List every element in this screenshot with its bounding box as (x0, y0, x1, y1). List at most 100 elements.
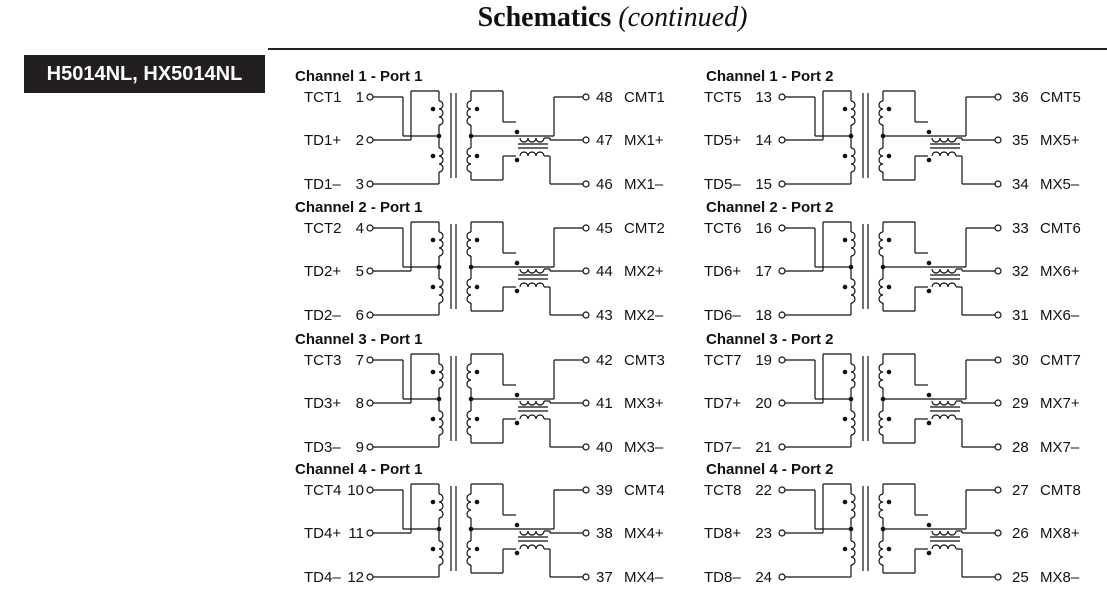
junction-dot (926, 550, 932, 556)
pin-label: TD7– (704, 439, 741, 456)
pin-number: 23 (755, 525, 772, 542)
pin-label: TD5– (704, 176, 741, 193)
pin-number: 6 (356, 307, 364, 324)
pin-terminal (994, 529, 1002, 537)
pin-label: MX4– (624, 569, 664, 586)
pin-terminal (582, 267, 590, 275)
junction-dot (430, 546, 436, 552)
pin-number: 34 (1012, 176, 1029, 193)
pin-number: 46 (596, 176, 613, 193)
pin-label: TD2– (304, 307, 341, 324)
channel-title: Channel 2 - Port 2 (706, 199, 834, 216)
junction-dot (474, 153, 480, 159)
pin-label: MX5– (1040, 176, 1080, 193)
junction-dot (474, 499, 480, 505)
channel-title: Channel 1 - Port 2 (706, 68, 834, 85)
pin-terminal (994, 573, 1002, 581)
pin-label: MX7– (1040, 439, 1080, 456)
part-number-tag: H5014NL, HX5014NL (24, 55, 265, 93)
pin-label: CMT7 (1040, 352, 1081, 369)
junction-dot (514, 550, 520, 556)
pin-terminal (582, 180, 590, 188)
junction-dot (474, 546, 480, 552)
junction-dot (926, 288, 932, 294)
header-rule (268, 48, 1107, 50)
pin-terminal (778, 356, 786, 364)
pin-number: 12 (347, 569, 364, 586)
pin-terminal (582, 356, 590, 364)
pin-label: TD8+ (704, 525, 741, 542)
pin-number: 39 (596, 482, 613, 499)
channel-title: Channel 3 - Port 2 (706, 331, 834, 348)
junction-dot (474, 369, 480, 375)
pin-terminal (994, 443, 1002, 451)
junction-dot (514, 260, 520, 266)
pin-number: 18 (755, 307, 772, 324)
pin-label: TD6+ (704, 263, 741, 280)
pin-label: CMT1 (624, 89, 665, 106)
pin-label: TD8– (704, 569, 741, 586)
channel-title: Channel 4 - Port 1 (295, 461, 423, 478)
pin-label: CMT3 (624, 352, 665, 369)
pin-label: TCT5 (704, 89, 742, 106)
pin-number: 8 (356, 395, 364, 412)
pin-number: 28 (1012, 439, 1029, 456)
pin-label: TD5+ (704, 132, 741, 149)
pin-terminal (994, 180, 1002, 188)
pin-terminal (582, 529, 590, 537)
pin-label: MX1+ (624, 132, 664, 149)
page-title-main: Schematics (477, 2, 612, 33)
pin-terminal (366, 486, 374, 494)
pin-terminal (994, 136, 1002, 144)
pin-label: MX8– (1040, 569, 1080, 586)
pin-terminal (366, 356, 374, 364)
pin-label: TCT7 (704, 352, 742, 369)
junction-dot (886, 416, 892, 422)
pin-terminal (778, 93, 786, 101)
pin-number: 5 (356, 263, 364, 280)
pin-terminal (582, 224, 590, 232)
common-mode-choke (926, 129, 960, 163)
pin-label: TD6– (704, 307, 741, 324)
pin-label: TCT4 (304, 482, 342, 499)
pin-label: MX7+ (1040, 395, 1080, 412)
pin-terminal (994, 311, 1002, 319)
pin-label: MX8+ (1040, 525, 1080, 542)
pin-label: TCT1 (304, 89, 342, 106)
channel-title: Channel 2 - Port 1 (295, 199, 423, 216)
pin-number: 45 (596, 220, 613, 237)
junction-dot (842, 369, 848, 375)
common-mode-choke (514, 260, 548, 294)
pin-terminal (366, 529, 374, 537)
junction-dot (430, 284, 436, 290)
pin-number: 44 (596, 263, 613, 280)
junction-dot (514, 522, 520, 528)
pin-number: 20 (755, 395, 772, 412)
common-mode-choke (926, 392, 960, 426)
junction-dot (926, 157, 932, 163)
page-title: Schematics (continued) (0, 2, 1107, 34)
pin-number: 13 (755, 89, 772, 106)
pin-terminal (778, 486, 786, 494)
pin-terminal (366, 224, 374, 232)
pin-terminal (778, 224, 786, 232)
pin-label: TD4+ (304, 525, 341, 542)
pin-number: 16 (755, 220, 772, 237)
pin-terminal (994, 399, 1002, 407)
junction-dot (430, 369, 436, 375)
pin-terminal (582, 573, 590, 581)
pin-terminal (778, 180, 786, 188)
pin-label: MX2+ (624, 263, 664, 280)
pin-number: 19 (755, 352, 772, 369)
pin-label: TD4– (304, 569, 341, 586)
pin-label: TCT3 (304, 352, 342, 369)
junction-dot (842, 416, 848, 422)
pin-terminal (994, 224, 1002, 232)
pin-terminal (778, 311, 786, 319)
pin-terminal (994, 356, 1002, 364)
junction-dot (886, 546, 892, 552)
